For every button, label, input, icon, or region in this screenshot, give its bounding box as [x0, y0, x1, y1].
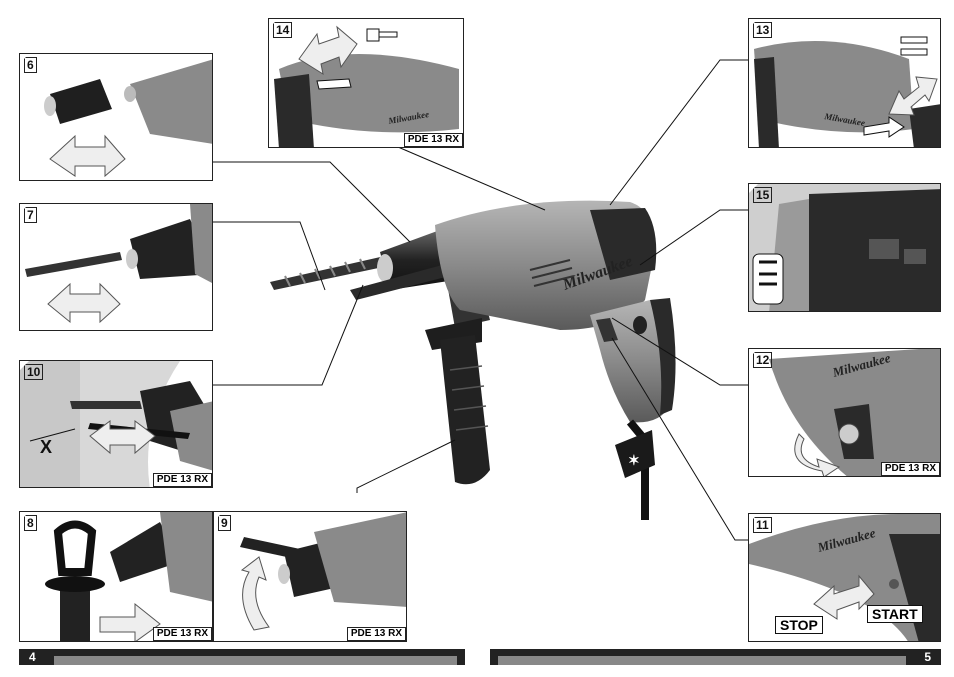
drill-bit: [270, 256, 388, 290]
depth-mark: X: [29, 428, 76, 457]
double-arrow-icon: [298, 25, 358, 76]
screw-rotation-icons: [900, 36, 928, 56]
power-cord: ✶: [615, 419, 655, 520]
double-arrow-icon: [89, 420, 156, 455]
side-handle: [45, 520, 105, 641]
double-arrow-icon: [49, 134, 126, 178]
chuck: [110, 512, 212, 602]
drill-bit: [25, 252, 122, 277]
svg-text:X: X: [40, 437, 52, 457]
panel-13: 13 Milwaukee: [748, 18, 941, 148]
chuck-detached: [44, 79, 112, 124]
panel-15: 15: [748, 183, 941, 312]
footer-right: 5: [490, 649, 941, 665]
panel-8: 8 PDE 13 RX: [19, 511, 213, 642]
arrow-right-icon: [99, 602, 161, 641]
model-label: PDE 13 RX: [346, 627, 406, 641]
panel-number: 9: [218, 515, 231, 531]
arrow-icon: [863, 116, 905, 138]
panel-11: 11 Milwaukee STOP START: [748, 513, 941, 642]
double-arrow-icon: [888, 76, 938, 116]
drill-nose: [124, 59, 212, 144]
panel-12: 12 Milwaukee PDE 13 RX: [748, 348, 941, 477]
panel-number: 8: [24, 515, 37, 531]
chuck: [126, 204, 212, 283]
double-arrow-icon: [813, 574, 875, 620]
panel-number: 7: [24, 207, 37, 223]
panel-6: 6: [19, 53, 213, 181]
speed-wheel: [838, 423, 860, 445]
rotate-arrow-icon: [794, 433, 841, 476]
panel-number: 14: [273, 22, 293, 38]
panel-number: 15: [753, 187, 773, 203]
model-label: PDE 13 RX: [403, 133, 463, 147]
rotate-arrow-icon: [240, 556, 270, 631]
drill-illustration: Milwaukee ✶: [270, 200, 676, 520]
panel-10: 10 X PDE 13 RX: [19, 360, 213, 488]
service-wrench-icon: [752, 253, 784, 305]
drill-with-depth-stop: [70, 381, 212, 471]
drill-mode-icon: [316, 78, 352, 90]
model-label: PDE 13 RX: [152, 627, 212, 641]
panel-number: 12: [753, 352, 773, 368]
panel-number: 10: [24, 364, 44, 380]
pistol-grip: [590, 298, 676, 423]
svg-text:✶: ✶: [628, 452, 640, 468]
drill-with-handle: [240, 512, 406, 607]
model-label: PDE 13 RX: [152, 473, 212, 487]
panel-9: 9 PDE 13 RX: [213, 511, 407, 642]
drill-body: Milwaukee: [435, 200, 657, 330]
page-number-left: 4: [29, 650, 36, 664]
hammer-drill-icon: [366, 28, 398, 42]
panel-14: 14 Milwaukee PDE 13 RX: [268, 18, 464, 148]
panel-number: 11: [753, 517, 772, 533]
start-label: START: [867, 605, 923, 623]
page-number-right: 5: [924, 650, 931, 664]
stop-label: STOP: [775, 616, 823, 634]
footer-left: 4: [19, 649, 465, 665]
double-arrow-icon: [47, 282, 121, 324]
panel-7: 7: [19, 203, 213, 331]
panel-number: 13: [753, 22, 773, 38]
panel-number: 6: [24, 57, 37, 73]
model-label: PDE 13 RX: [880, 462, 940, 476]
